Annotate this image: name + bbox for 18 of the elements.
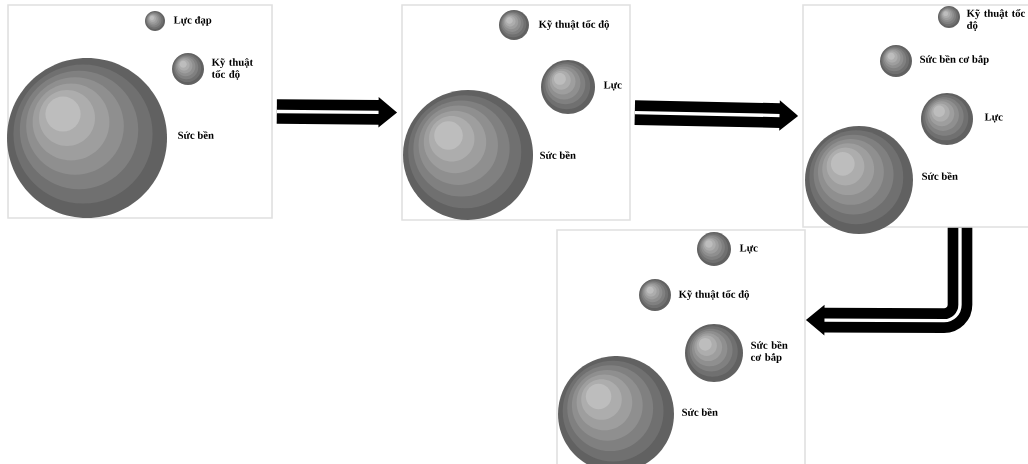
sphere-label: Kỹ thuật tốc độ bbox=[211, 58, 254, 80]
sphere-label: Sức bền cơ bắp bbox=[750, 340, 788, 363]
panel-frame bbox=[401, 4, 631, 221]
sphere-label: Sức bền cơ bắp bbox=[920, 55, 989, 65]
panel-frame bbox=[556, 229, 806, 464]
panel-frame bbox=[7, 4, 273, 219]
sphere-label: Kỹ thuật tốc độ bbox=[966, 9, 1025, 31]
sphere-label: Sức bền bbox=[922, 172, 958, 180]
sphere-label: Sức bền bbox=[178, 131, 214, 139]
sphere-label: Sức bền bbox=[682, 408, 718, 416]
sphere-label: Lực đạp bbox=[173, 16, 212, 26]
sphere-label: Lực bbox=[603, 81, 622, 91]
sphere-label: Kỹ thuật tốc độ bbox=[678, 289, 749, 300]
sphere-label: Lực bbox=[984, 113, 1003, 123]
sphere-label: Lực bbox=[739, 244, 758, 254]
sphere-label: Sức bền bbox=[540, 151, 576, 159]
panel-frame bbox=[802, 4, 1028, 228]
sphere-label: Kỹ thuật tốc độ bbox=[538, 19, 609, 30]
